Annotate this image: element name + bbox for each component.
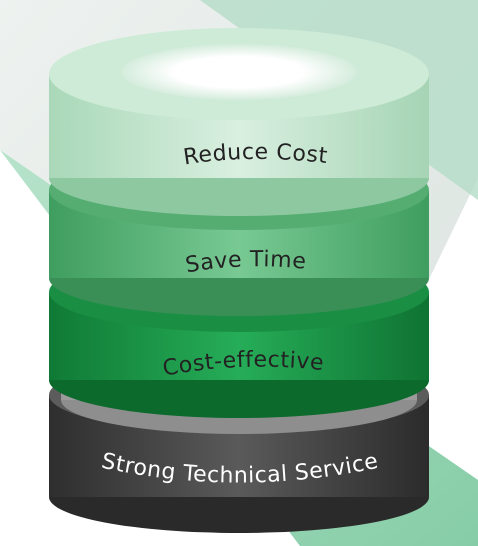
layer-reduce-cost — [49, 28, 429, 216]
top-disc-highlight — [121, 44, 357, 100]
